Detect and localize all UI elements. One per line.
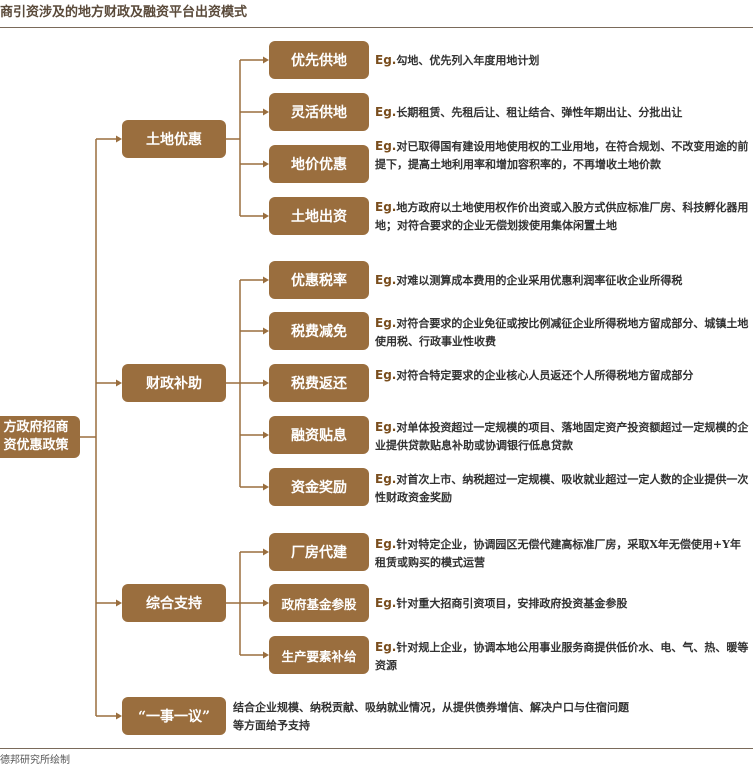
item-desc-tax-relief: Eg.对符合要求的企业免征或按比例减征企业所得税地方留成部分、城镇土地使用税、行… bbox=[375, 314, 750, 351]
desc-text: 对已取得国有建设用地使用权的工业用地，在符合规划、不改变用途的前提下，提高土地利… bbox=[375, 140, 749, 171]
desc-text: 勾地、优先列入年度用地计划 bbox=[396, 54, 540, 67]
item-node-land-contribution: 土地出资 bbox=[269, 197, 369, 235]
group-node-fiscal: 财政补助 bbox=[122, 364, 226, 402]
top-rule bbox=[0, 27, 753, 28]
group-node-comprehensive: 综合支持 bbox=[122, 584, 226, 622]
eg-prefix: Eg. bbox=[375, 139, 397, 153]
group-node-land: 土地优惠 bbox=[122, 120, 226, 158]
item-node-fund-stake: 政府基金参股 bbox=[269, 584, 369, 622]
eg-prefix: Eg. bbox=[375, 640, 397, 654]
desc-text: 对单体投资超过一定规模的项目、落地固定资产投资额超过一定规模的企业提供贷款贴息补… bbox=[375, 421, 749, 452]
item-desc-cash-reward: Eg.对首次上市、纳税超过一定规模、吸收就业超过一定人数的企业提供一次性财政资金… bbox=[375, 470, 750, 507]
root-node: 方政府招商 资优惠政策 bbox=[0, 416, 80, 458]
item-desc-land-contribution: Eg.地方政府以土地使用权作价出资或入股方式供应标准厂房、科技孵化器用地；对符合… bbox=[375, 198, 750, 235]
desc-text: 针对重大招商引资项目，安排政府投资基金参股 bbox=[396, 597, 628, 610]
eg-prefix: Eg. bbox=[375, 53, 397, 67]
eg-prefix: Eg. bbox=[375, 200, 397, 214]
item-desc-interest-subsidy: Eg.对单体投资超过一定规模的项目、落地固定资产投资额超过一定规模的企业提供贷款… bbox=[375, 418, 750, 455]
eg-prefix: Eg. bbox=[375, 420, 397, 434]
item-desc-tax-rebate: Eg.对符合特定要求的企业核心人员返还个人所得税地方留成部分 bbox=[375, 366, 750, 385]
item-node-priority-land: 优先供地 bbox=[269, 41, 369, 79]
desc-text: 对符合特定要求的企业核心人员返还个人所得税地方留成部分 bbox=[396, 369, 694, 382]
root-label-line2: 资优惠政策 bbox=[3, 438, 69, 453]
item-desc-flexible-land: Eg.长期租赁、先租后让、租让结合、弹性年期出让、分批出让 bbox=[375, 103, 750, 122]
diagram-title: 商引资涉及的地方财政及融资平台出资模式 bbox=[0, 5, 248, 20]
desc-text: 对难以测算成本费用的企业采用优惠利润率征收企业所得税 bbox=[396, 274, 683, 287]
item-node-flexible-land: 灵活供地 bbox=[269, 93, 369, 131]
item-node-factory-build: 厂房代建 bbox=[269, 533, 369, 571]
root-label-line1: 方政府招商 bbox=[3, 420, 69, 435]
item-desc-fund-stake: Eg.针对重大招商引资项目，安排政府投资基金参股 bbox=[375, 594, 750, 613]
item-node-price-discount: 地价优惠 bbox=[269, 145, 369, 183]
item-node-interest-subsidy: 融资贴息 bbox=[269, 416, 369, 454]
desc-text: 针对规上企业，协调本地公用事业服务商提供低价水、电、气、热、暖等资源 bbox=[375, 641, 749, 672]
desc-text: 长期租赁、先租后让、租让结合、弹性年期出让、分批出让 bbox=[396, 106, 683, 119]
item-node-preferential-rate: 优惠税率 bbox=[269, 261, 369, 299]
bottom-rule bbox=[0, 748, 753, 749]
eg-prefix: Eg. bbox=[375, 368, 397, 382]
eg-prefix: Eg. bbox=[375, 596, 397, 610]
item-node-tax-rebate: 税费返还 bbox=[269, 364, 369, 402]
item-desc-factor-supply: Eg.针对规上企业，协调本地公用事业服务商提供低价水、电、气、热、暖等资源 bbox=[375, 638, 750, 675]
desc-text: 针对特定企业，协调园区无偿代建高标准厂房，采取X年无偿使用+Y年租赁或购买的模式… bbox=[375, 538, 741, 569]
desc-text: 对首次上市、纳税超过一定规模、吸收就业超过一定人数的企业提供一次性财政资金奖励 bbox=[375, 473, 749, 504]
group-node-case-by-case: “一事一议” bbox=[122, 697, 226, 735]
eg-prefix: Eg. bbox=[375, 316, 397, 330]
item-desc-preferential-rate: Eg.对难以测算成本费用的企业采用优惠利润率征收企业所得税 bbox=[375, 271, 750, 290]
eg-prefix: Eg. bbox=[375, 273, 397, 287]
eg-prefix: Eg. bbox=[375, 472, 397, 486]
item-desc-price-discount: Eg.对已取得国有建设用地使用权的工业用地，在符合规划、不改变用途的前提下，提高… bbox=[375, 137, 750, 174]
desc-text: 对符合要求的企业免征或按比例减征企业所得税地方留成部分、城镇土地使用税、行政事业… bbox=[375, 317, 749, 348]
item-node-tax-relief: 税费减免 bbox=[269, 312, 369, 350]
desc-text: 地方政府以土地使用权作价出资或入股方式供应标准厂房、科技孵化器用地；对符合要求的… bbox=[375, 201, 749, 232]
eg-prefix: Eg. bbox=[375, 537, 397, 551]
item-node-factor-supply: 生产要素补给 bbox=[269, 636, 369, 674]
item-desc-priority-land: Eg.勾地、优先列入年度用地计划 bbox=[375, 51, 750, 70]
eg-prefix: Eg. bbox=[375, 105, 397, 119]
case-by-case-desc: 结合企业规模、纳税贡献、吸纳就业情况，从提供债券增信、解决户口与住宿问题等方面给… bbox=[233, 701, 629, 732]
item-desc-factory-build: Eg.针对特定企业，协调园区无偿代建高标准厂房，采取X年无偿使用+Y年租赁或购买… bbox=[375, 535, 750, 572]
item-node-cash-reward: 资金奖励 bbox=[269, 468, 369, 506]
source-note: 德邦研究所绘制 bbox=[0, 755, 70, 766]
